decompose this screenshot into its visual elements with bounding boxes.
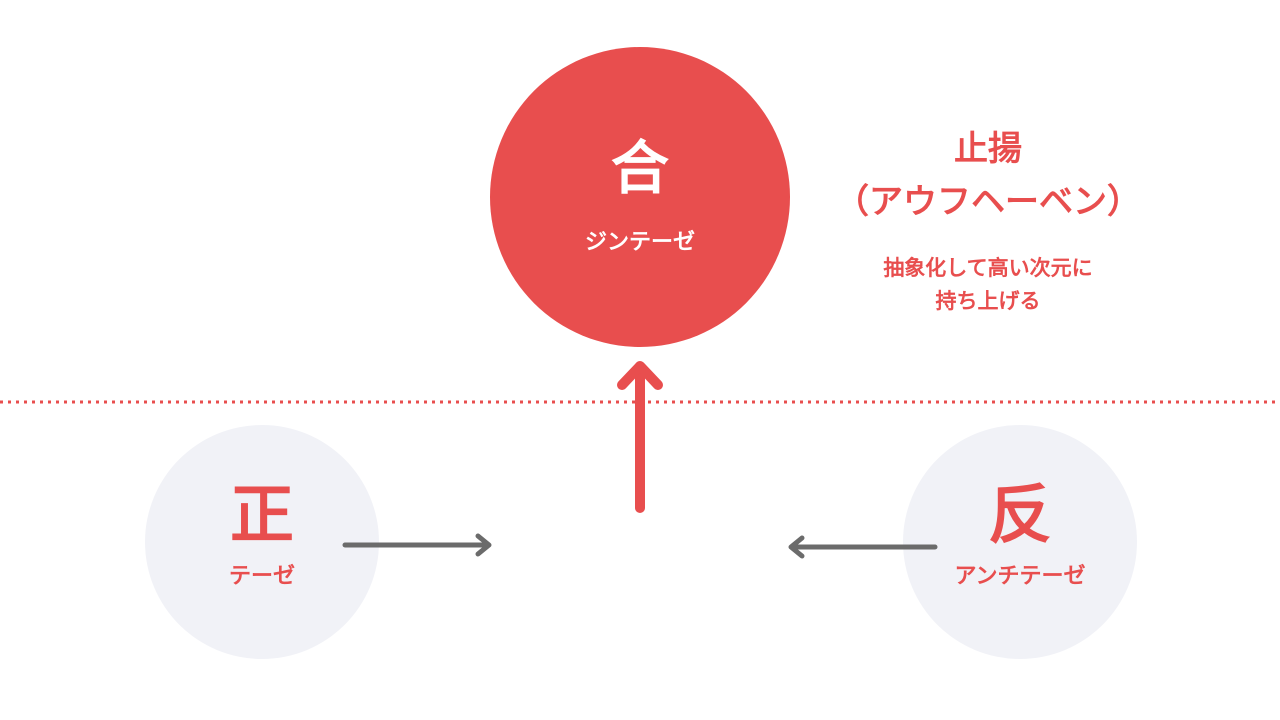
- antithesis-node: 反 アンチテーゼ: [903, 425, 1137, 659]
- upward-arrow-head: [617, 361, 663, 390]
- thesis-label: テーゼ: [229, 564, 295, 589]
- antithesis-arrow: [788, 535, 938, 559]
- synthesis-kanji: 合: [611, 134, 669, 202]
- sublation-description-line2: 持ち上げる: [936, 289, 1041, 313]
- thesis-arrow-head: [475, 533, 492, 557]
- synthesis-node: 合 ジンテーゼ: [490, 47, 790, 347]
- sublation-annotation: 止揚 （アウフヘーベン） 抽象化して高い次元に 持ち上げる: [835, 129, 1141, 313]
- synthesis-label: ジンテーゼ: [585, 230, 695, 255]
- thesis-node: 正 テーゼ: [145, 425, 379, 659]
- antithesis-kanji: 反: [988, 479, 1052, 553]
- sublation-description-line1: 抽象化して高い次元に: [883, 256, 1092, 280]
- upward-arrow: [617, 361, 663, 513]
- antithesis-circle: [903, 425, 1137, 659]
- antithesis-arrow-head: [788, 535, 805, 559]
- thesis-arrow: [342, 533, 492, 557]
- sublation-title: 止揚: [954, 129, 1022, 169]
- antithesis-label: アンチテーゼ: [954, 564, 1085, 589]
- thesis-kanji: 正: [230, 479, 294, 553]
- thesis-circle: [145, 425, 379, 659]
- synthesis-circle: [490, 47, 790, 347]
- sublation-title-reading: （アウフヘーベン）: [835, 182, 1141, 222]
